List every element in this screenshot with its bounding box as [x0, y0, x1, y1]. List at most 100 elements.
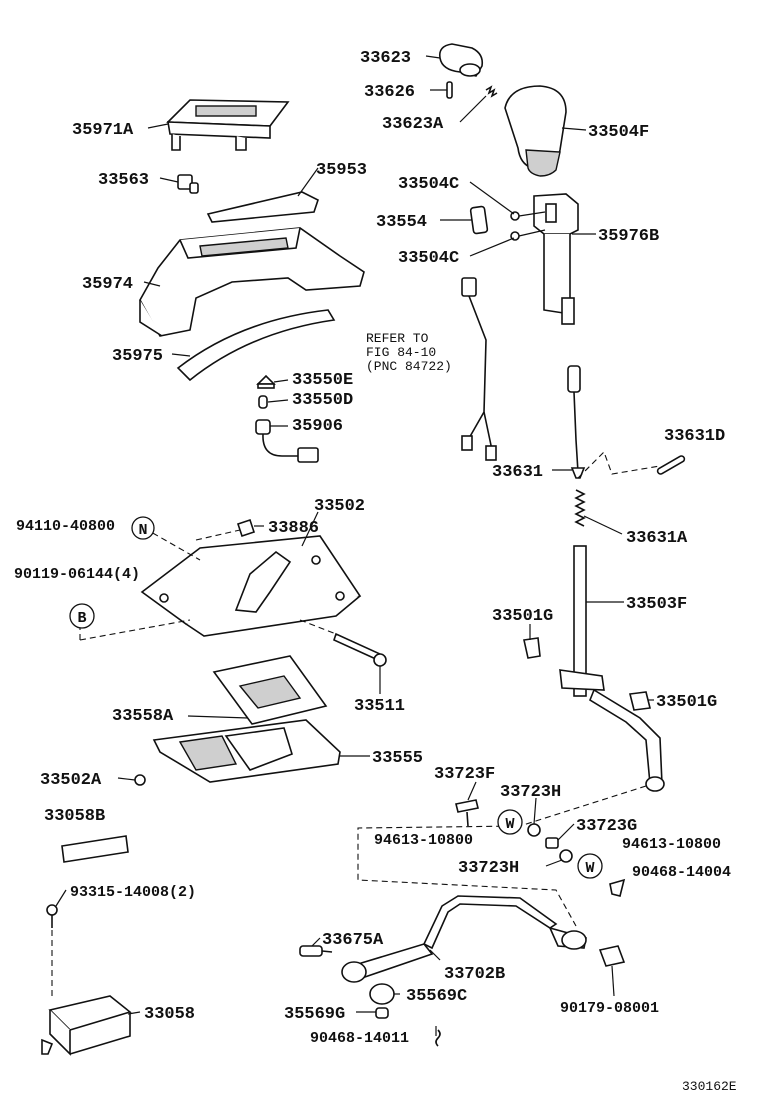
- label-35569C: 35569C: [406, 987, 467, 1006]
- label-33723H-top: 33723H: [500, 783, 561, 802]
- part-33623-button: [438, 43, 484, 77]
- label-94613-10800-right: 94613-10800: [622, 836, 721, 853]
- part-33555-base-plate: [152, 719, 341, 783]
- part-33501G-bushing-top: [523, 637, 541, 659]
- part-33058B-label: [61, 835, 129, 863]
- label-33631A: 33631A: [626, 529, 688, 548]
- part-33503F-lever: [559, 545, 665, 792]
- label-35569G: 35569G: [284, 1005, 345, 1024]
- part-35569C-bushing: [369, 983, 395, 1005]
- label-33502: 33502: [314, 497, 365, 516]
- label-33555: 33555: [372, 749, 423, 768]
- label-33058B: 33058B: [44, 807, 105, 826]
- label-33058: 33058: [144, 1005, 195, 1024]
- refer-note-line1: REFER TO: [366, 331, 429, 346]
- label-33702B: 33702B: [444, 965, 505, 984]
- label-33886: 33886: [268, 519, 319, 538]
- part-35971A-indicator: [166, 99, 290, 151]
- clip-symbol: [435, 1029, 441, 1047]
- label-33501G-top: 33501G: [492, 607, 553, 626]
- part-33558A-cover: [212, 655, 328, 725]
- label-33501G-right: 33501G: [656, 693, 717, 712]
- part-33631D-pin: [656, 455, 686, 475]
- part-33702B-rod: [341, 895, 587, 983]
- label-35975: 35975: [112, 347, 163, 366]
- label-33511: 33511: [354, 697, 405, 716]
- part-33723F-bolt: [455, 799, 479, 827]
- label-33558A: 33558A: [112, 707, 174, 726]
- label-33554: 33554: [376, 213, 427, 232]
- diagram-code: 330162E: [682, 1079, 737, 1094]
- label-33550E: 33550E: [292, 371, 353, 390]
- part-35975-slide-plate: [176, 309, 336, 382]
- label-35974: 35974: [82, 275, 133, 294]
- part-33511-bolt: [333, 632, 387, 667]
- part-35906-socket: [255, 419, 319, 463]
- label-33504C-top: 33504C: [398, 175, 459, 194]
- marker-b-circle: B: [69, 603, 95, 629]
- label-35906: 35906: [292, 417, 343, 436]
- part-33631A-spring: [574, 489, 586, 527]
- marker-w-circle-right: W: [577, 853, 603, 879]
- marker-n-circle: N: [131, 516, 155, 540]
- label-33563: 33563: [98, 171, 149, 190]
- part-33563-bulb: [177, 174, 199, 194]
- label-94613-10800-left: 94613-10800: [374, 832, 473, 849]
- label-33623: 33623: [360, 49, 411, 68]
- part-33550D-bulb: [258, 395, 268, 409]
- part-33675A-bolt: [299, 945, 333, 957]
- marker-w-text-right: W: [585, 860, 594, 877]
- refer-note-line3: (PNC 84722): [366, 359, 452, 374]
- part-35974-housing: [139, 227, 365, 337]
- refer-note-line2: FIG 84-10: [366, 345, 436, 360]
- part-33058-ecu: [41, 995, 132, 1056]
- label-33502A: 33502A: [40, 771, 102, 790]
- part-90468-clip: [609, 878, 626, 897]
- label-94110-40800: 94110-40800: [16, 518, 115, 535]
- label-33723F: 33723F: [434, 765, 495, 784]
- part-35976B-lever-upper: [533, 193, 579, 325]
- part-33723H-washer-bot: [559, 849, 573, 863]
- label-33623A: 33623A: [382, 115, 444, 134]
- label-90468-14004: 90468-14004: [632, 864, 731, 881]
- part-90179-nut: [598, 945, 626, 967]
- part-33723H-washer-top: [527, 823, 541, 837]
- part-33554-clip: [469, 205, 489, 235]
- part-33626-pin: [446, 81, 453, 99]
- marker-b-text: B: [77, 610, 86, 627]
- label-33504C-bot: 33504C: [398, 249, 459, 268]
- label-33631D: 33631D: [664, 427, 725, 446]
- label-33504F: 33504F: [588, 123, 649, 142]
- label-35971A: 35971A: [72, 121, 134, 140]
- label-33631: 33631: [492, 463, 543, 482]
- label-90119-06144: 90119-06144(4): [14, 566, 140, 583]
- label-33723G: 33723G: [576, 817, 637, 836]
- marker-n-text: N: [138, 522, 147, 539]
- part-33504F-knob: [504, 85, 567, 177]
- wire-harness-84722: [461, 277, 497, 461]
- part-33631-cable: [567, 365, 586, 479]
- assembly-dashed-lines: [51, 451, 661, 1000]
- label-33723H-bot: 33723H: [458, 859, 519, 878]
- part-33502A-nut: [134, 774, 146, 786]
- label-33675A: 33675A: [322, 931, 384, 950]
- part-33723G-bushing: [545, 837, 559, 849]
- part-33501G-bushing-right: [629, 691, 651, 711]
- part-33502-gate-plate: [140, 535, 362, 637]
- marker-w-circle-left: W: [497, 809, 523, 835]
- label-90179-08001: 90179-08001: [560, 1000, 659, 1017]
- part-93315-screw: [46, 904, 58, 928]
- label-33503F: 33503F: [626, 595, 687, 614]
- label-35953: 35953: [316, 161, 367, 180]
- label-35976B: 35976B: [598, 227, 659, 246]
- part-33550E-cap: [256, 374, 276, 389]
- part-35569G-collar: [375, 1007, 389, 1019]
- part-35953-plate: [206, 191, 319, 223]
- part-33886-grommet: [236, 518, 256, 538]
- label-33550D: 33550D: [292, 391, 353, 410]
- label-33626: 33626: [364, 83, 415, 102]
- label-90468-14011: 90468-14011: [310, 1030, 409, 1047]
- label-93315-14008: 93315-14008(2): [70, 884, 196, 901]
